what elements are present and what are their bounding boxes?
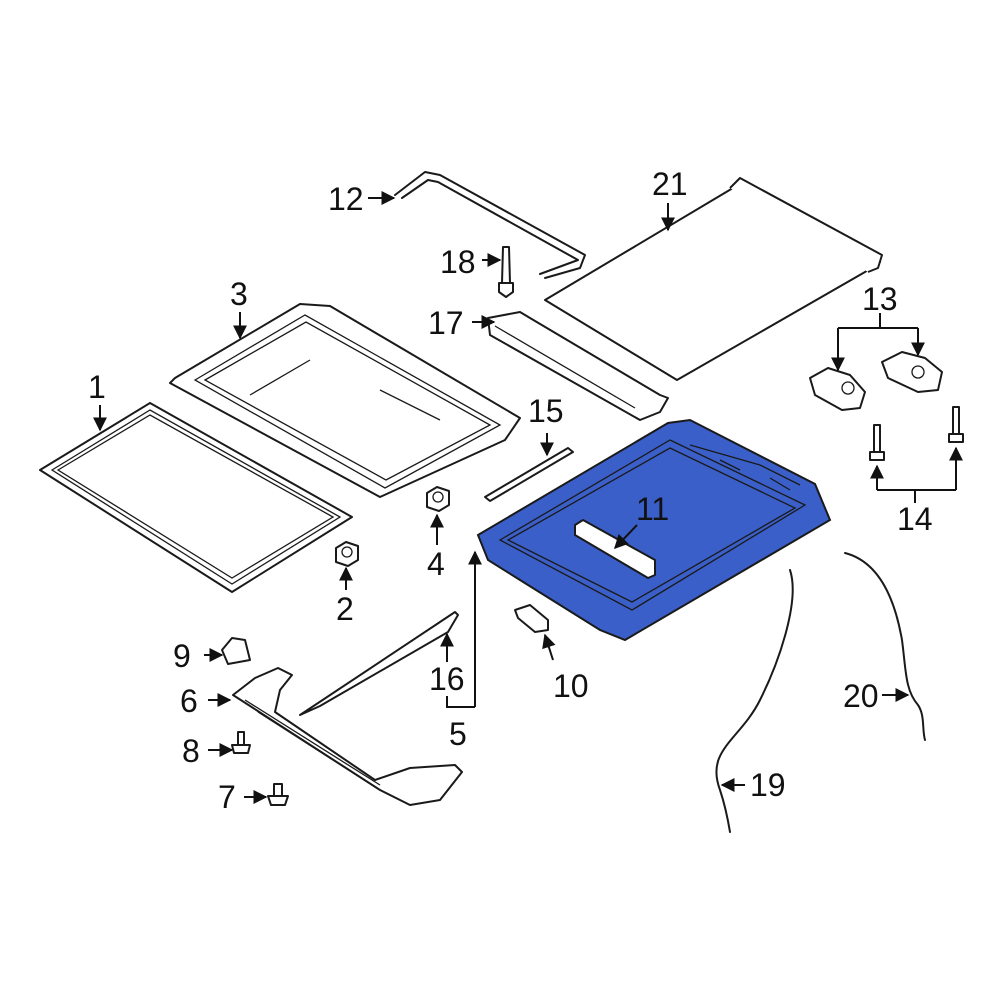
part-15-strip[interactable] <box>484 447 574 502</box>
part-6-side-rail[interactable] <box>232 667 463 806</box>
callout-14: 14 <box>897 501 933 537</box>
callout-10: 10 <box>553 668 589 704</box>
callout-1: 1 <box>88 369 106 405</box>
callout-18: 18 <box>440 244 476 280</box>
part-12-seal[interactable] <box>394 171 586 279</box>
callouts: 1 2 3 4 5 6 7 8 9 10 11 12 13 14 15 16 1… <box>88 166 933 815</box>
part-17-rail[interactable] <box>487 311 669 421</box>
callout-5: 5 <box>449 716 467 752</box>
part-20-drain-hose[interactable] <box>844 552 926 741</box>
part-21-sunshade[interactable] <box>544 177 883 381</box>
part-2-nut[interactable] <box>335 541 359 567</box>
callout-13: 13 <box>862 281 898 317</box>
part-7-screw[interactable] <box>267 783 289 806</box>
part-13-motor-right[interactable] <box>881 351 943 393</box>
part-13-motor-left[interactable] <box>809 367 866 411</box>
callout-4: 4 <box>427 546 445 582</box>
part-14-bolt-left[interactable] <box>869 424 885 461</box>
callout-3: 3 <box>230 276 248 312</box>
callout-21: 21 <box>652 166 688 202</box>
callout-8: 8 <box>182 733 200 769</box>
part-14-bolt-right[interactable] <box>948 406 964 443</box>
callout-17: 17 <box>428 305 464 341</box>
part-4-nut[interactable] <box>426 486 450 512</box>
callout-7: 7 <box>218 779 236 815</box>
part-10-clip[interactable] <box>514 604 549 633</box>
part-19-drain-hose[interactable] <box>715 569 794 833</box>
callout-16: 16 <box>429 661 465 697</box>
callout-2: 2 <box>336 591 354 627</box>
part-9-bracket[interactable] <box>221 637 251 665</box>
part-8-screw[interactable] <box>231 731 251 754</box>
part-18-bolt[interactable] <box>498 246 514 298</box>
callout-15: 15 <box>528 393 564 429</box>
part-3-glass-frame[interactable] <box>169 303 521 498</box>
leader-lines <box>93 191 963 804</box>
callout-19: 19 <box>750 767 786 803</box>
part-1-glass-panel[interactable] <box>39 402 353 593</box>
callout-20: 20 <box>843 678 879 714</box>
callout-12: 12 <box>328 181 364 217</box>
callout-11: 11 <box>636 491 669 527</box>
callout-9: 9 <box>173 638 191 674</box>
callout-6: 6 <box>180 683 198 719</box>
part-16-deflector[interactable] <box>299 611 459 716</box>
